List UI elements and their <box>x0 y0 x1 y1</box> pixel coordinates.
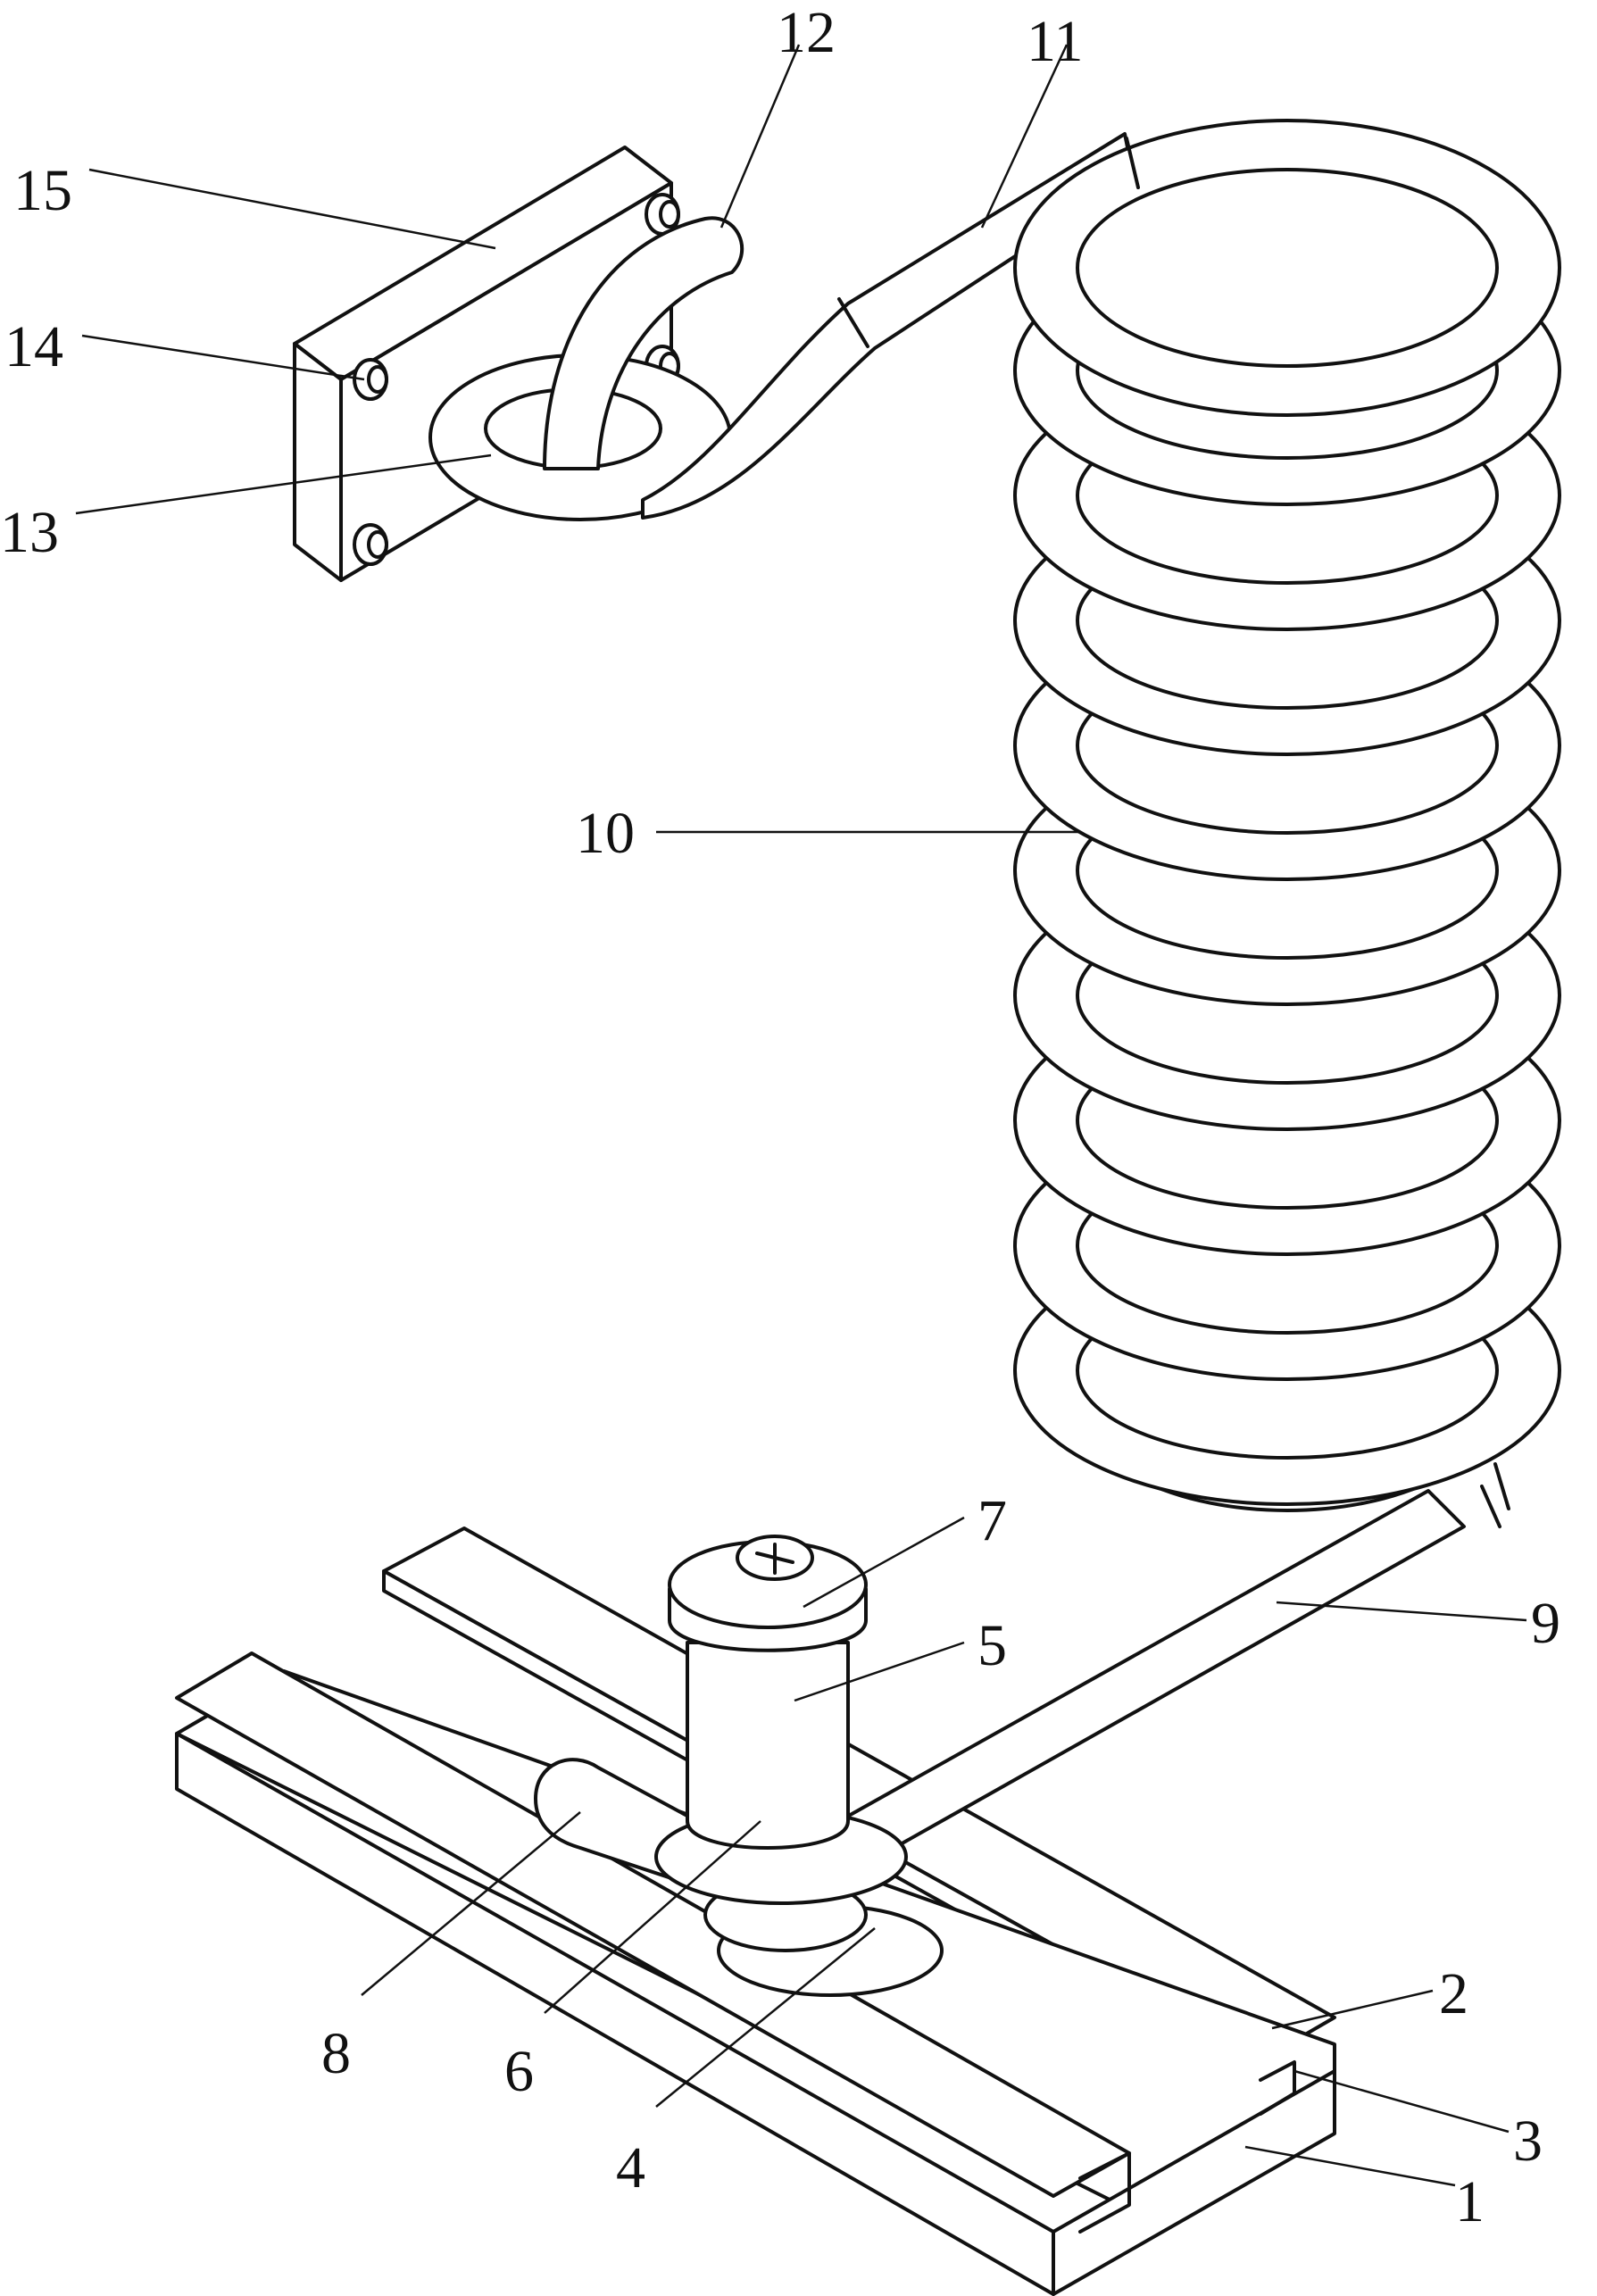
label-10: 10 <box>576 801 635 866</box>
label-8: 8 <box>321 2021 351 2086</box>
label-12: 12 <box>777 0 836 65</box>
label-5: 5 <box>977 1613 1007 1678</box>
label-6: 6 <box>504 2039 534 2104</box>
label-3: 3 <box>1513 2109 1543 2174</box>
label-1: 1 <box>1455 2169 1485 2234</box>
label-2: 2 <box>1439 1961 1468 2026</box>
bolt-lower-left <box>354 525 387 564</box>
label-4: 4 <box>616 2135 645 2200</box>
label-14: 14 <box>4 314 63 379</box>
label-9: 9 <box>1531 1591 1560 1656</box>
label-13: 13 <box>0 500 59 565</box>
label-15: 15 <box>13 158 72 223</box>
label-11: 11 <box>1027 9 1084 74</box>
lower-tube <box>839 1486 1500 1861</box>
coil-spring <box>1015 121 1560 1510</box>
label-7: 7 <box>977 1488 1007 1553</box>
